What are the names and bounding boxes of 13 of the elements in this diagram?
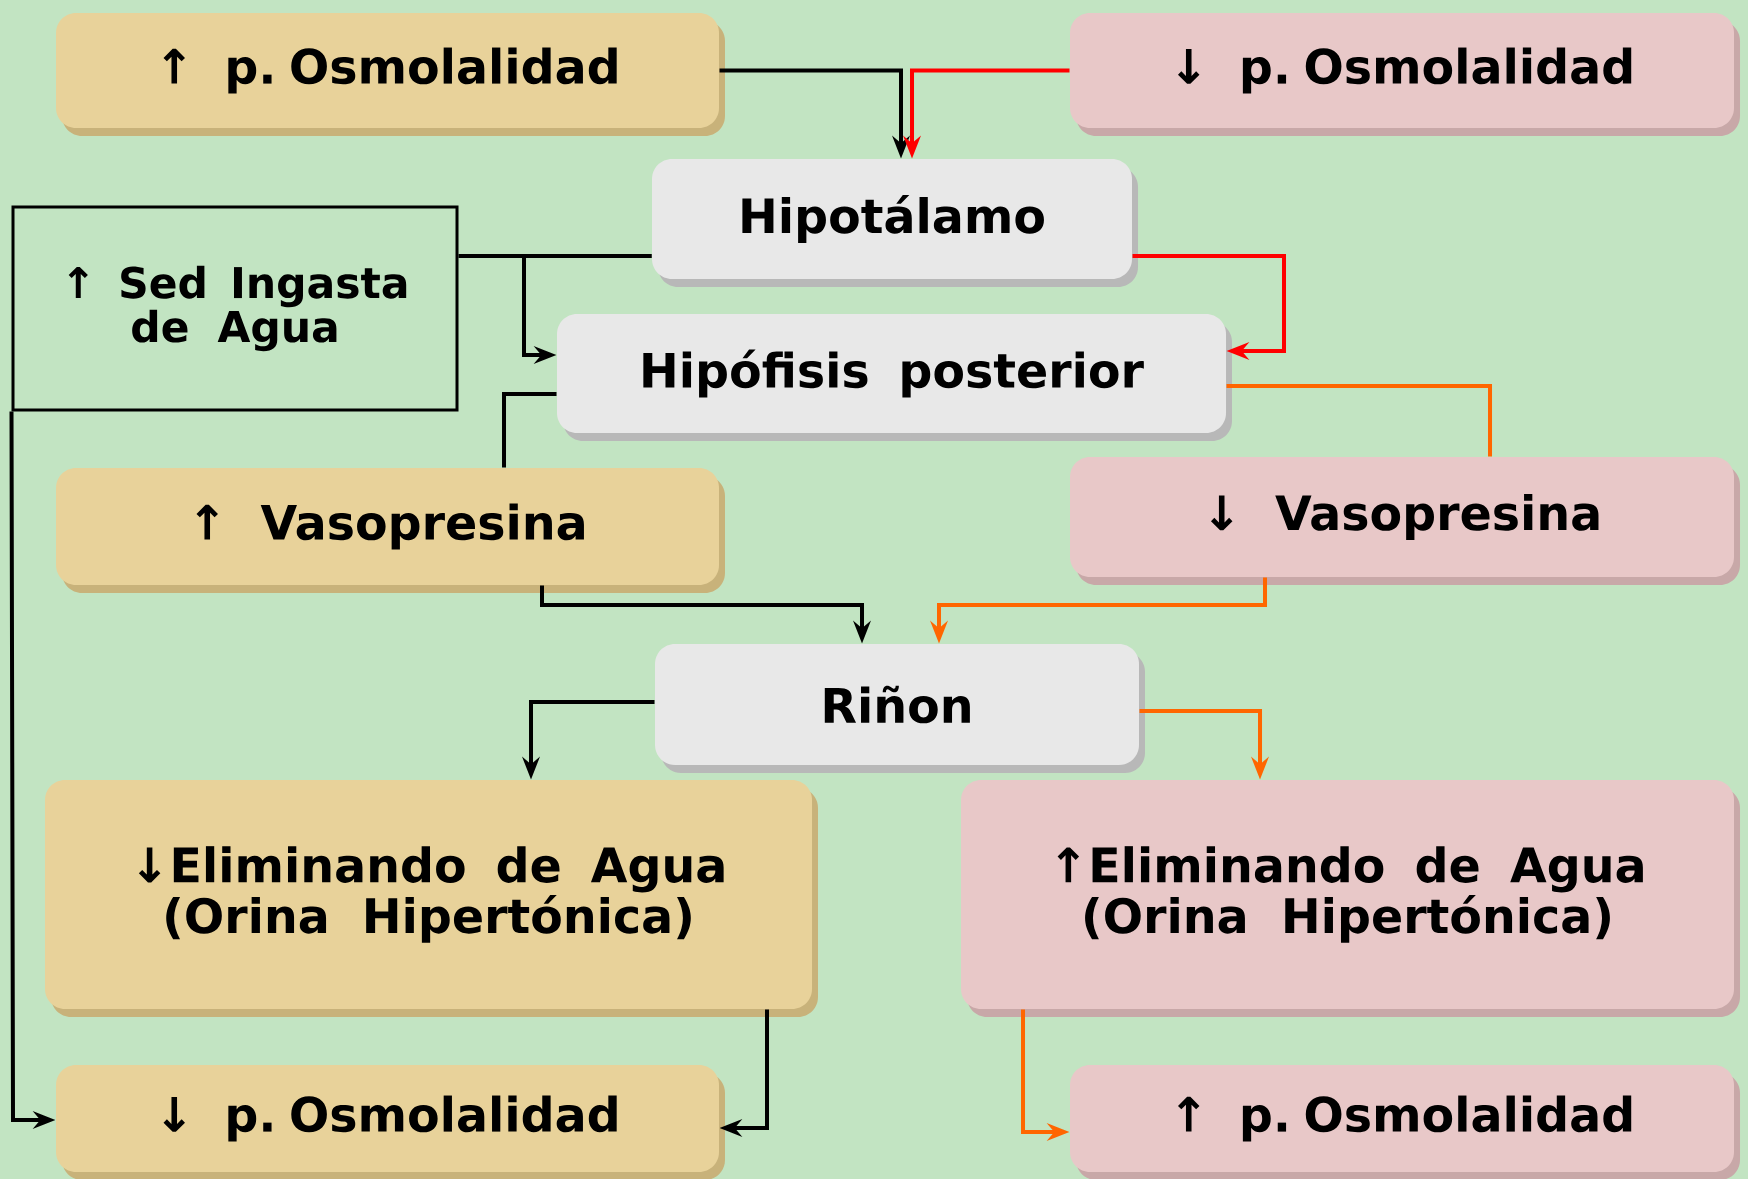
process-box: ↓ Vasopresina bbox=[1070, 457, 1740, 585]
process-box: ↑ Vasopresina bbox=[56, 468, 725, 593]
process-box: ↓ p. Osmolalidad bbox=[1070, 13, 1740, 136]
outlined-box: ↑ Sed Ingasta de Agua bbox=[11, 205, 459, 412]
process-box: ↑ p. Osmolalidad bbox=[1070, 1065, 1740, 1179]
process-box: ↓ p. Osmolalidad bbox=[56, 1065, 725, 1179]
process-box: Hipotálamo bbox=[652, 159, 1138, 287]
process-box: ↑Eliminando de Agua (Orina Hipertónica) bbox=[961, 780, 1740, 1017]
process-box: ↓Eliminando de Agua (Orina Hipertónica) bbox=[45, 780, 818, 1017]
arrow bbox=[1132, 254, 1286, 360]
process-box: ↑ p. Osmolalidad bbox=[56, 13, 725, 136]
process-box: Riñon bbox=[655, 644, 1145, 773]
process-box: Hipófisis posterior bbox=[557, 314, 1232, 441]
